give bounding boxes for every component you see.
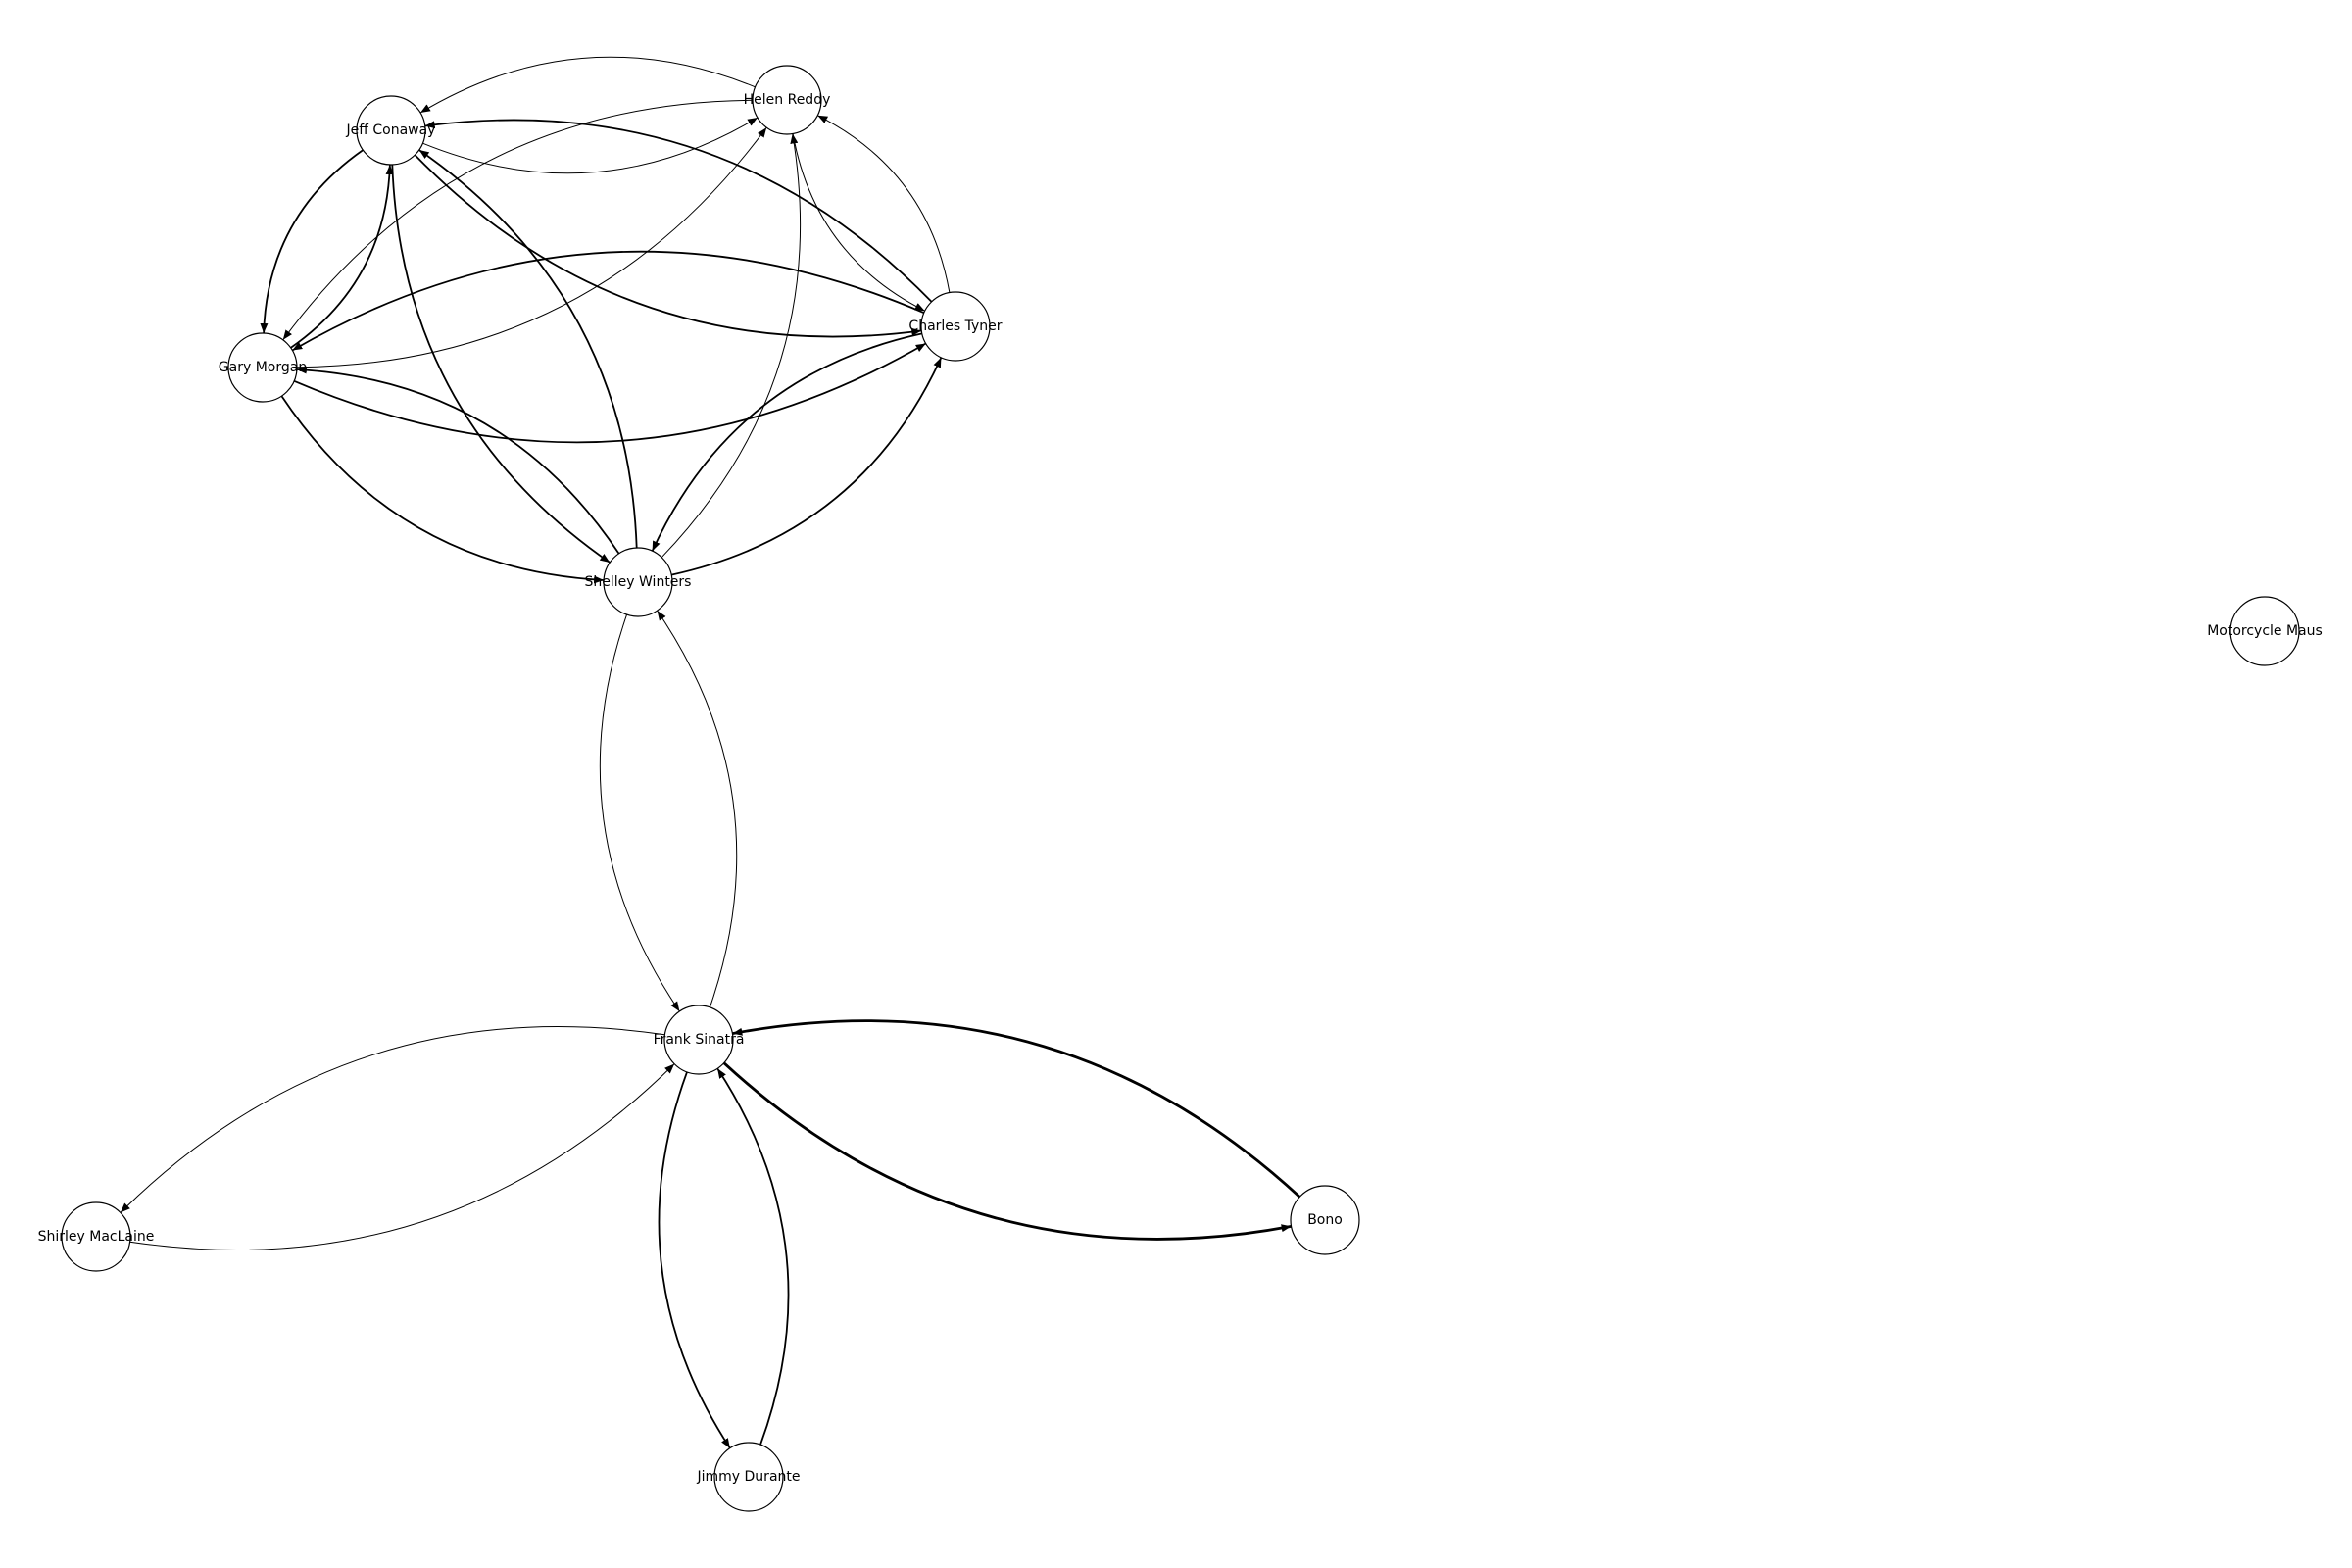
edge-frank-to-shelley (657, 610, 738, 1008)
edge-jeff-to-gary (260, 149, 364, 334)
node-label: Charles Tyner (908, 318, 1002, 334)
edge-bono-to-frank (732, 1019, 1301, 1199)
edge-jeff-to-shelley (391, 164, 611, 564)
edge-gary-to-jeff (290, 164, 394, 349)
node-circle (227, 332, 298, 403)
node-frank[interactable]: Frank Sinatra (654, 1004, 745, 1075)
node-label: Jimmy Durante (697, 1469, 801, 1485)
node-circle (663, 1004, 734, 1075)
edge-helen-to-gary (282, 99, 754, 341)
node-jimmy[interactable]: Jimmy Durante (697, 1442, 801, 1512)
edge-charles-to-shelley (651, 332, 922, 552)
edge-helen-to-charles (792, 133, 925, 312)
edge-frank-to-bono (722, 1061, 1292, 1241)
node-label: Shelley Winters (585, 574, 692, 590)
node-jeff[interactable]: Jeff Conaway (346, 95, 436, 166)
node-label: Frank Sinatra (654, 1032, 745, 1048)
node-label: Bono (1307, 1212, 1343, 1228)
node-circle (2230, 596, 2300, 666)
node-label: Gary Morgan (219, 360, 307, 375)
edge-shelley-to-helen (661, 133, 802, 559)
edge-layer (120, 56, 1301, 1449)
node-helen[interactable]: Helen Reddy (744, 65, 831, 135)
edge-helen-to-jeff (419, 56, 756, 114)
edge-frank-to-shirley (120, 1026, 665, 1213)
edge-charles-to-gary (291, 250, 925, 352)
node-gary[interactable]: Gary Morgan (219, 332, 307, 403)
edge-shirley-to-frank (129, 1063, 675, 1250)
edge-shelley-to-gary (296, 366, 620, 555)
edge-charles-to-helen (817, 115, 951, 293)
node-label: Motorcycle Maus (2207, 623, 2323, 639)
node-label: Jeff Conaway (346, 122, 436, 138)
node-label: Shirley MacLaine (38, 1229, 155, 1245)
node-circle (61, 1201, 131, 1272)
node-circle (603, 547, 673, 617)
edge-frank-to-jimmy (658, 1071, 731, 1449)
node-circle (356, 95, 426, 166)
edge-jeff-to-charles (414, 154, 922, 338)
node-charles[interactable]: Charles Tyner (908, 291, 1003, 362)
edge-charles-to-jeff (424, 119, 933, 303)
node-circle (1290, 1185, 1360, 1255)
edge-jimmy-to-frank (716, 1067, 790, 1446)
node-circle (752, 65, 822, 135)
node-shirley[interactable]: Shirley MacLaine (38, 1201, 155, 1272)
edge-gary-to-helen (296, 126, 767, 368)
edge-shelley-to-jeff (418, 149, 638, 549)
node-motorcycle[interactable]: Motorcycle Maus (2207, 596, 2323, 666)
edge-jeff-to-helen (422, 117, 759, 174)
node-label: Helen Reddy (744, 92, 831, 108)
edge-gary-to-charles (293, 342, 927, 444)
node-shelley[interactable]: Shelley Winters (585, 547, 692, 617)
node-bono[interactable]: Bono (1290, 1185, 1360, 1255)
node-circle (920, 291, 991, 362)
edge-gary-to-shelley (280, 395, 605, 584)
edge-shelley-to-charles (671, 357, 943, 576)
edge-shelley-to-frank (599, 613, 680, 1012)
node-circle (713, 1442, 784, 1512)
